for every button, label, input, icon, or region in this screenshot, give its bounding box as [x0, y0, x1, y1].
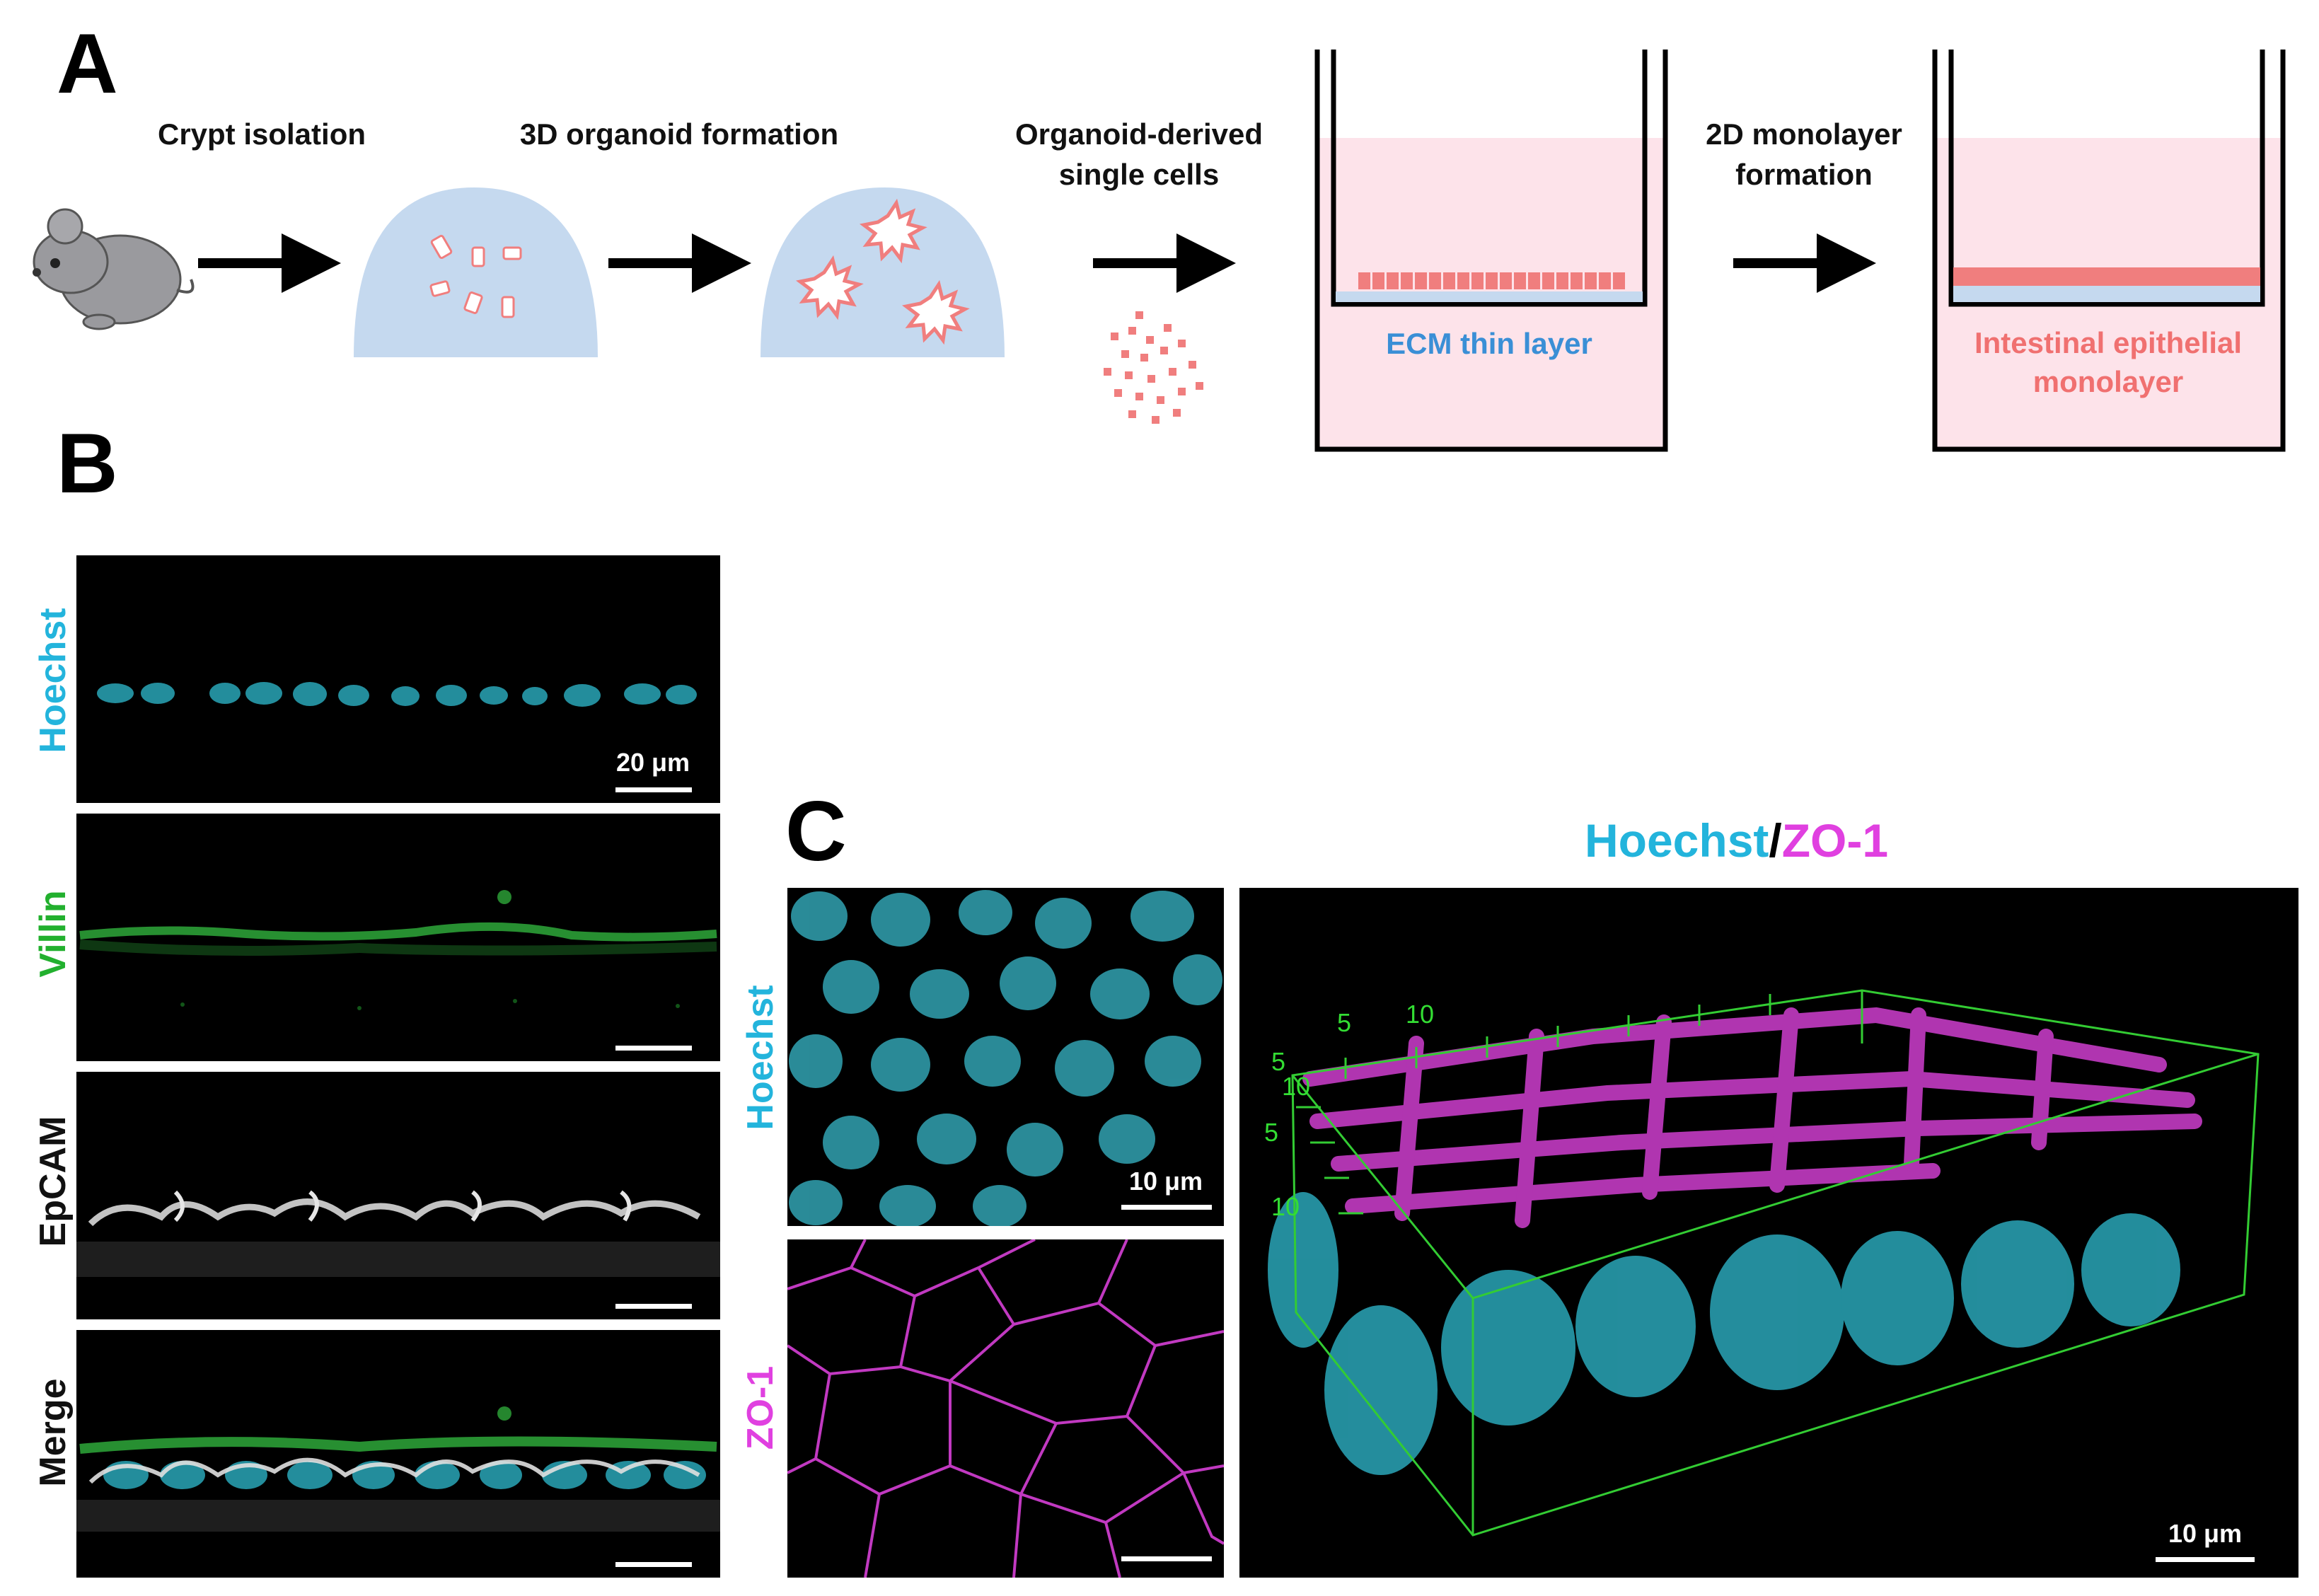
scale-bar-c-top: [1121, 1205, 1212, 1210]
villin-signal: [79, 890, 717, 1010]
transwell-ecm: [1314, 50, 1668, 452]
axis-tick-5-side: 5: [1264, 1118, 1279, 1147]
axis-tick-5-top: 5: [1337, 1008, 1352, 1037]
micrograph-zo1: [786, 1238, 1225, 1578]
axis-tick-10-left: 10: [1282, 1072, 1311, 1101]
label-hoechst-b: Hoechst: [33, 608, 74, 753]
matrigel-dome-organoids: [761, 187, 1005, 357]
title-zo1: ZO-1: [1781, 814, 1889, 867]
micrograph-epcam: [76, 1072, 720, 1319]
matrigel-dome-crypts: [354, 187, 598, 357]
transwell-monolayer: [1932, 50, 2286, 452]
step-monolayer-line2: formation: [1735, 157, 1873, 191]
3d-volume-render: [1268, 989, 2260, 1537]
scale-label-b: 20 μm: [615, 748, 690, 777]
step-organoid-formation: 3D organoid formation: [519, 117, 839, 151]
mouse-icon: [33, 208, 195, 330]
panel-c-title: Hoechst/ZO-1: [1585, 814, 1888, 867]
monolayer-label-line2: monolayer: [2032, 364, 2184, 398]
step-monolayer-line1: 2D monolayer: [1706, 117, 1902, 151]
epcam-signal: [76, 1190, 720, 1277]
hoechst-nuclei: [97, 682, 697, 707]
single-cells-cluster: [1104, 311, 1203, 424]
hoechst-nuclei-topview: [789, 890, 1222, 1227]
step-single-cells: Organoid-derived single cells: [969, 115, 1309, 195]
scale-bar-b: [615, 787, 692, 792]
step-monolayer-formation: 2D monolayer formation: [1655, 115, 1953, 195]
scale-bar-zo1: [1121, 1556, 1212, 1561]
panel-a-schematic: [33, 50, 2286, 452]
label-zo1: ZO-1: [740, 1365, 781, 1450]
micrograph-villin: [76, 814, 720, 1061]
label-villin: Villin: [33, 890, 74, 978]
title-separator: /: [1769, 814, 1782, 867]
micrograph-hoechst-b: 20 μm: [76, 555, 720, 803]
step-crypt-isolation: Crypt isolation: [157, 117, 366, 151]
panel-letter-c: C: [785, 784, 847, 879]
micrograph-3d-reconstruction: 5 10 5 10 5 10 10 μm: [1239, 888, 2298, 1578]
axis-tick-10-side: 10: [1271, 1192, 1300, 1221]
micrograph-merge: [76, 1330, 720, 1578]
ecm-thin-layer-label: ECM thin layer: [1386, 327, 1592, 360]
title-hoechst: Hoechst: [1585, 814, 1769, 867]
label-hoechst-c: Hoechst: [740, 985, 781, 1130]
zo1-network: [786, 1238, 1225, 1578]
scale-label-3d: 10 μm: [2168, 1519, 2243, 1548]
step-single-cells-line1: Organoid-derived: [1014, 117, 1263, 151]
monolayer-label: Intestinal epithelial monolayer: [1938, 324, 2278, 401]
micrograph-hoechst-c: 10 μm: [787, 888, 1224, 1227]
panel-letter-b: B: [57, 416, 118, 511]
axis-tick-10-top: 10: [1406, 1000, 1435, 1029]
step-single-cells-line2: single cells: [1058, 157, 1220, 191]
label-epcam: EpCAM: [33, 1116, 74, 1247]
monolayer-label-line1: Intestinal epithelial: [1974, 326, 2243, 359]
label-merge: Merge: [33, 1378, 74, 1487]
scale-bar-3d: [2156, 1557, 2255, 1562]
axis-tick-5-left: 5: [1271, 1047, 1286, 1076]
scale-label-c-top: 10 μm: [1128, 1167, 1203, 1196]
scale-bar-villin: [615, 1046, 692, 1051]
panel-letter-a: A: [57, 16, 118, 111]
scale-bar-epcam: [615, 1304, 692, 1309]
merge-signal: [76, 1406, 720, 1532]
scale-bar-merge: [615, 1562, 692, 1567]
